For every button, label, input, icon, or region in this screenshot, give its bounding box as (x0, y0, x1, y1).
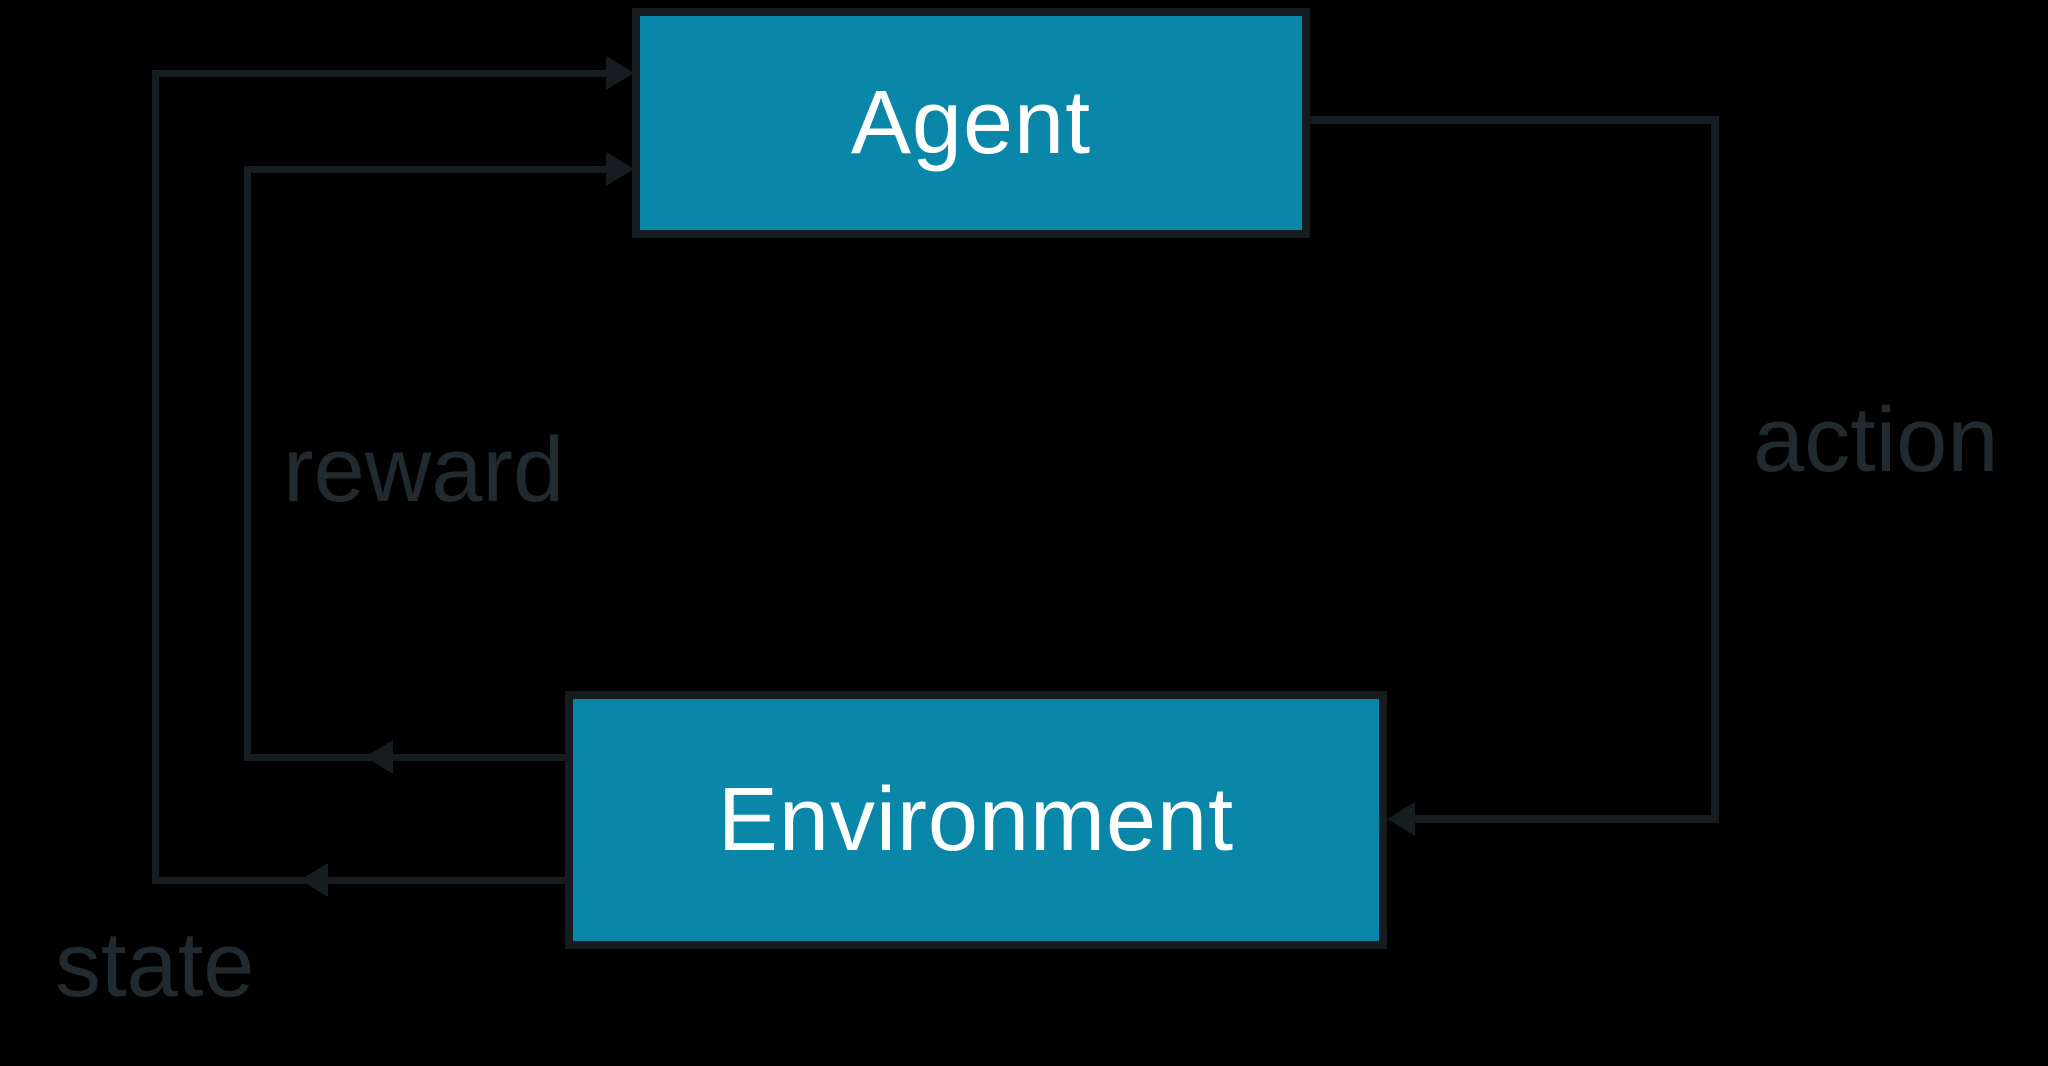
state-edge-top-line (152, 70, 610, 77)
state-edge-label: state (55, 914, 255, 1016)
state-edge-vertical-line (152, 70, 159, 884)
agent-node: Agent (632, 8, 1310, 238)
action-edge-bottom-line (1405, 815, 1719, 823)
environment-node-label: Environment (717, 769, 1235, 870)
action-edge-top-line (1310, 116, 1719, 124)
reward-edge-vertical-line (244, 166, 251, 761)
action-edge-label: action (1753, 389, 1999, 491)
arrowhead-right-icon (606, 152, 634, 186)
state-edge-bottom-line (152, 877, 565, 884)
arrowhead-left-icon (1387, 802, 1415, 836)
reward-edge-top-line (244, 166, 610, 173)
action-edge-vertical-line (1711, 116, 1719, 823)
reward-edge-label: reward (283, 419, 565, 521)
arrowhead-left-icon (300, 863, 328, 897)
reward-edge-bottom-line (244, 754, 565, 761)
environment-node: Environment (565, 691, 1387, 949)
arrowhead-right-icon (606, 56, 634, 90)
arrowhead-left-icon (365, 740, 393, 774)
agent-node-label: Agent (850, 72, 1092, 173)
